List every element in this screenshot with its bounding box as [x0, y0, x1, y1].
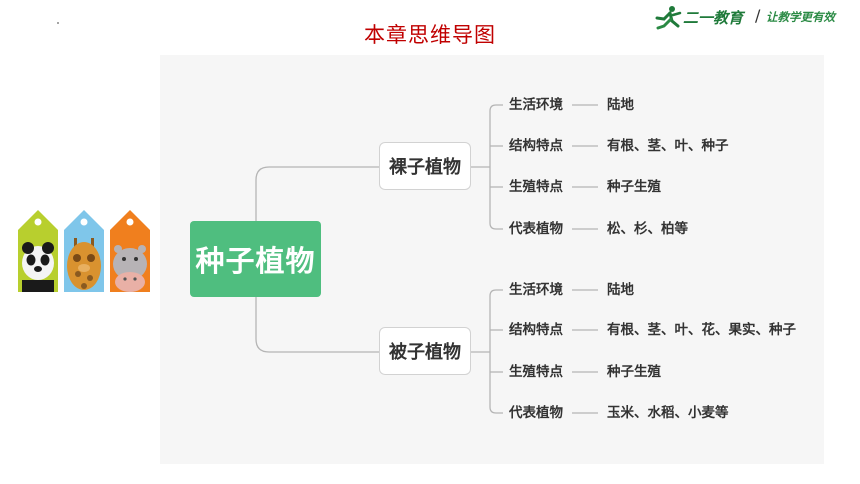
branch-node-angiosperm: 被子植物 — [379, 327, 471, 375]
logo-slogan: 让教学更有效 — [766, 10, 835, 24]
connector-branch-2-item-1 — [489, 289, 503, 297]
leaf-label: 生殖特点 — [509, 179, 563, 195]
connector-root-branch-1 — [255, 166, 379, 221]
leaf-value: 陆地 — [607, 282, 634, 298]
leaf-label: 结构特点 — [509, 322, 563, 338]
leaf-label: 结构特点 — [509, 138, 563, 154]
leaf-value: 种子生殖 — [607, 179, 661, 195]
page-title: 本章思维导图 — [364, 23, 496, 47]
brand-logo: 二一教育 / 让教学更有效 — [652, 4, 852, 32]
leaf-value: 玉米、水稻、小麦等 — [607, 405, 729, 421]
decorative-dot — [57, 22, 59, 24]
leaf-value: 有根、茎、叶、种子 — [607, 138, 729, 154]
connector-root-branch-2 — [255, 297, 379, 353]
leaf-label: 生活环境 — [509, 282, 563, 298]
leaf-label: 生殖特点 — [509, 364, 563, 380]
leaf-label: 代表植物 — [509, 405, 563, 421]
connector-branch-1-item-4 — [489, 222, 503, 230]
leaf-value: 种子生殖 — [607, 364, 661, 380]
connector-branch-1-item-1 — [489, 104, 503, 112]
giraffe-tag — [64, 210, 104, 292]
branch-node-gymnosperm: 裸子植物 — [379, 142, 471, 190]
leaf-value: 陆地 — [607, 97, 634, 113]
leaf-label: 代表植物 — [509, 221, 563, 237]
hippo-tag — [110, 210, 150, 292]
leaf-value: 有根、茎、叶、花、果实、种子 — [607, 322, 796, 338]
panda-tag — [18, 210, 58, 292]
animal-tags-illustration — [18, 210, 150, 292]
connector-branch-2-item-4 — [489, 406, 503, 414]
root-node: 种子植物 — [190, 221, 321, 297]
logo-separator: / — [755, 6, 761, 25]
logo-brand-text: 二一教育 — [683, 9, 744, 27]
leaf-value: 松、杉、柏等 — [607, 221, 688, 237]
running-person-icon — [655, 6, 682, 30]
leaf-label: 生活环境 — [509, 97, 563, 113]
